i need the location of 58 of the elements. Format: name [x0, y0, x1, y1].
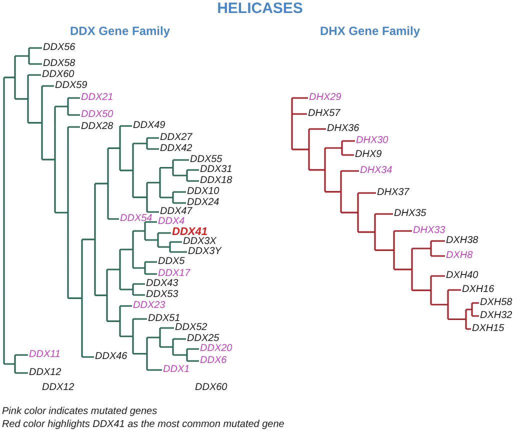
gene-label: DDX47 — [160, 206, 192, 217]
gene-label: DHX34 — [360, 165, 392, 176]
gene-label: DDX60 — [42, 69, 74, 80]
gene-label: DDX58 — [43, 58, 76, 69]
gene-label: DDX53 — [146, 289, 178, 300]
gene-label: DDX4 — [158, 216, 185, 227]
gene-label: DDX20 — [200, 343, 232, 354]
gene-label: DDX50 — [81, 109, 114, 120]
gene-label: DDX25 — [187, 333, 220, 344]
gene-label: DXH8 — [446, 250, 473, 261]
gene-label: DXH38 — [446, 235, 478, 246]
gene-label: DDX10 — [187, 186, 220, 197]
gene-label: DDX56 — [43, 42, 76, 53]
gene-label: DDX52 — [175, 322, 208, 333]
gene-label: DDX46 — [95, 351, 128, 362]
gene-label: DXH16 — [462, 284, 494, 295]
gene-label: DDX41 — [172, 227, 208, 238]
gene-label: DDX3Y — [188, 246, 222, 257]
gene-label: DHX9 — [355, 149, 382, 160]
gene-label: DDX12 — [42, 382, 74, 393]
gene-label: DXH40 — [446, 270, 478, 281]
gene-label: DHX57 — [308, 108, 340, 119]
gene-label: DHX29 — [309, 92, 342, 103]
gene-label: DDX18 — [200, 175, 232, 186]
gene-label: DHX35 — [394, 208, 426, 219]
gene-label: DDX24 — [187, 197, 220, 208]
gene-label: DXH58 — [480, 297, 512, 308]
title: HELICASES — [217, 0, 303, 17]
gene-label: DHX37 — [377, 187, 410, 198]
gene-label: DDX28 — [81, 121, 114, 132]
section-heading: DHX Gene Family — [320, 24, 420, 38]
gene-label: DDX23 — [133, 300, 166, 311]
gene-label: DDX42 — [160, 143, 192, 154]
gene-label: DDX6 — [200, 355, 227, 366]
gene-label: DDX11 — [29, 349, 60, 360]
gene-label: DDX27 — [160, 132, 192, 143]
note: Red color highlights DDX41 as the most common mutated gene — [2, 419, 284, 430]
gene-label: DDX12 — [29, 367, 62, 378]
gene-label: DDX1 — [163, 364, 190, 375]
gene-label: DDX54 — [120, 213, 152, 224]
gene-label: DHX30 — [356, 135, 388, 146]
gene-label: DDX17 — [158, 268, 190, 279]
gene-label: DHX33 — [413, 225, 446, 236]
gene-label: DXH15 — [472, 323, 504, 334]
gene-label: DDX43 — [146, 278, 178, 289]
gene-label: DDX21 — [81, 92, 114, 103]
gene-label: DDX55 — [190, 154, 222, 165]
gene-label: DDX31 — [200, 164, 232, 175]
gene-label: DDX49 — [133, 120, 166, 131]
gene-label: DDX59 — [55, 80, 88, 91]
gene-label: DHX36 — [327, 123, 360, 134]
gene-label: DDX51 — [148, 313, 180, 324]
note: Pink color indicates mutated genes — [2, 406, 158, 417]
gene-label: DDX3X — [183, 236, 216, 247]
gene-label: DDX60 — [195, 382, 228, 393]
gene-label: DDX5 — [158, 256, 185, 267]
section-heading: DDX Gene Family — [70, 24, 170, 38]
gene-label: DXH32 — [480, 310, 512, 321]
